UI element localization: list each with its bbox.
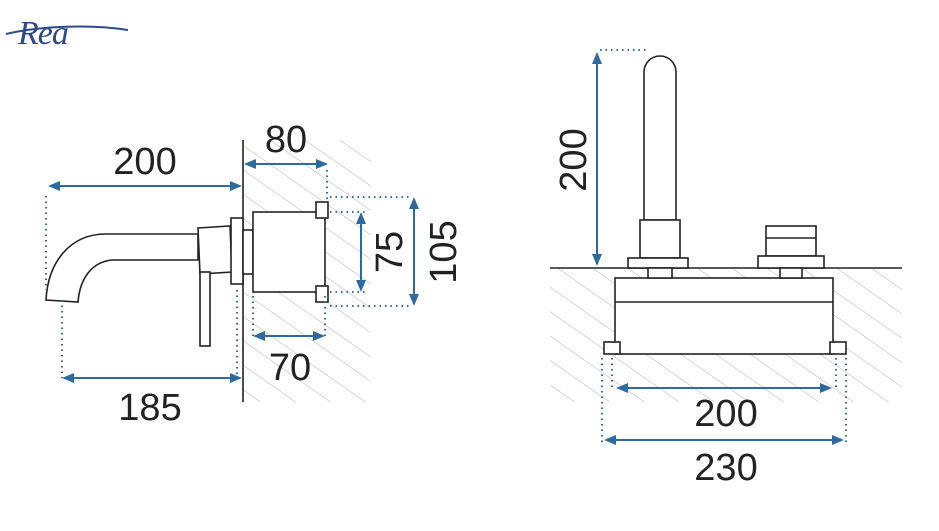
wall-flange: [230, 217, 244, 285]
dim-body-height-outer: 105: [409, 197, 465, 306]
side-view: 200 80 75 105 70: [45, 119, 465, 429]
inwall-body: [242, 229, 254, 275]
handle-lever: [199, 271, 211, 347]
front-inwall-box: [614, 277, 834, 355]
dim-spout-height: 200: [553, 52, 602, 266]
brand-logo: Rea: [5, 15, 129, 52]
dim-mount-depth: 80: [244, 119, 328, 169]
dim-spout-length-bottom: 185: [62, 373, 242, 429]
dim-label-spout-top: 200: [113, 141, 176, 183]
box-tab-bottom: [315, 285, 329, 303]
dim-label-spout-bottom: 185: [118, 387, 181, 429]
dim-label-box-depth: 70: [269, 347, 311, 389]
front-spout-stem: [647, 267, 673, 279]
inwall-box: [252, 211, 326, 293]
front-handle-flange: [757, 255, 825, 269]
front-tab-right: [829, 341, 847, 355]
handle-base: [197, 225, 233, 275]
dim-label-mount-depth: 80: [265, 119, 307, 161]
box-tab-top: [315, 201, 329, 219]
front-handle-stem: [779, 267, 803, 279]
dim-spout-length-top: 200: [48, 141, 242, 191]
logo-text: Rea: [17, 15, 68, 52]
dim-label-box-outer: 230: [694, 447, 757, 489]
dim-body-height-inner: 75: [356, 212, 411, 292]
front-tab-left: [603, 341, 621, 355]
front-spout-collar: [639, 219, 681, 259]
dim-box-depth: 70: [253, 331, 325, 389]
dim-box-inner-width: 200: [616, 383, 832, 435]
dim-label-box-inner: 200: [694, 393, 757, 435]
logo-swoosh: [5, 25, 129, 35]
dim-box-outer-width: 230: [604, 435, 844, 489]
front-spout-flange: [627, 257, 689, 269]
dim-label-body-inner: 75: [369, 231, 411, 273]
front-view: 200 200 230: [550, 49, 902, 489]
front-handle-knob: [765, 225, 817, 257]
dim-label-spout-height: 200: [553, 128, 595, 191]
spout: [45, 233, 199, 303]
dim-label-body-outer: 105: [423, 220, 465, 283]
front-spout-pipe: [643, 55, 677, 221]
